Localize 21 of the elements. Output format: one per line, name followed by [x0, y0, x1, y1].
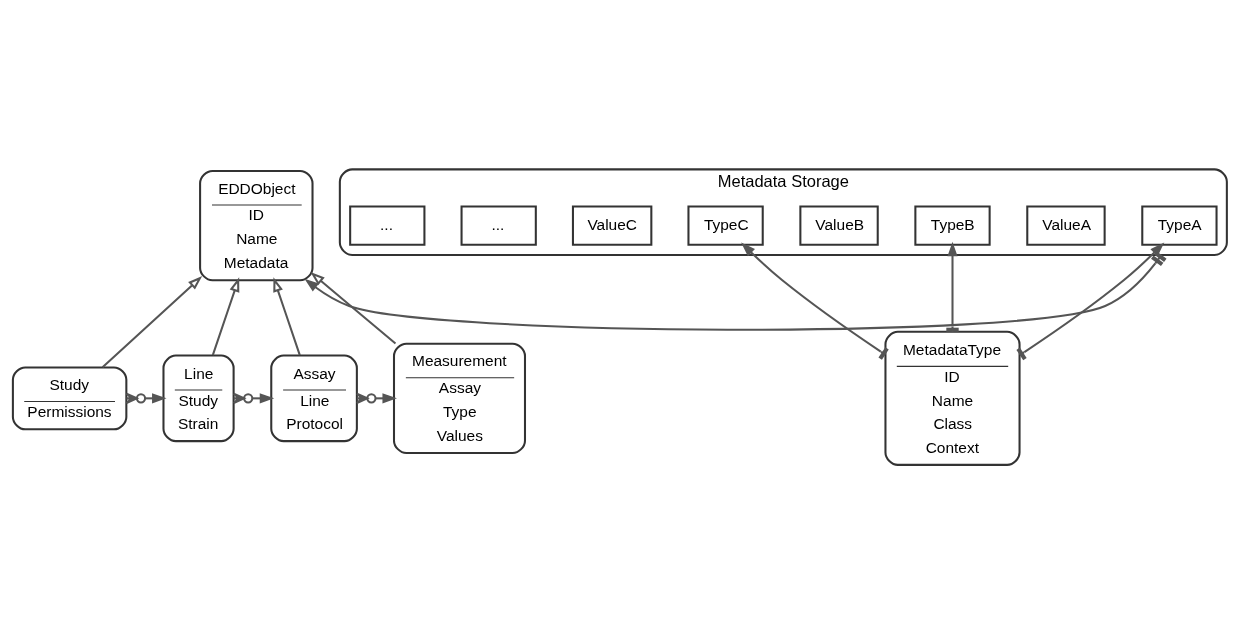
node-box: ... [460, 205, 537, 246]
node-box: ... [349, 205, 426, 246]
arrow [1016, 242, 1165, 361]
node-box: TypeB [914, 205, 991, 246]
node-box: Line Study Strain [162, 354, 235, 443]
arrow [741, 242, 889, 360]
arrow [101, 276, 203, 368]
arrow [211, 277, 240, 356]
node-box: ValueA [1026, 205, 1106, 246]
node-box: Study Permissions [11, 366, 128, 431]
node-box: Measurement Assay Type Values [392, 342, 526, 455]
arrow [273, 277, 301, 356]
node-box: ValueC [571, 205, 653, 246]
node-box: ValueB [799, 205, 879, 246]
node-box: TypeC [687, 205, 764, 246]
arrow [355, 392, 397, 404]
node-box: TypeA [1141, 205, 1218, 246]
node-box: EDDObject ID Name Metadata [199, 169, 314, 282]
arrow [310, 272, 397, 345]
node-box: MetadataType ID Name Class Context [884, 330, 1021, 466]
node-box: Assay Line Protocol [270, 354, 358, 443]
